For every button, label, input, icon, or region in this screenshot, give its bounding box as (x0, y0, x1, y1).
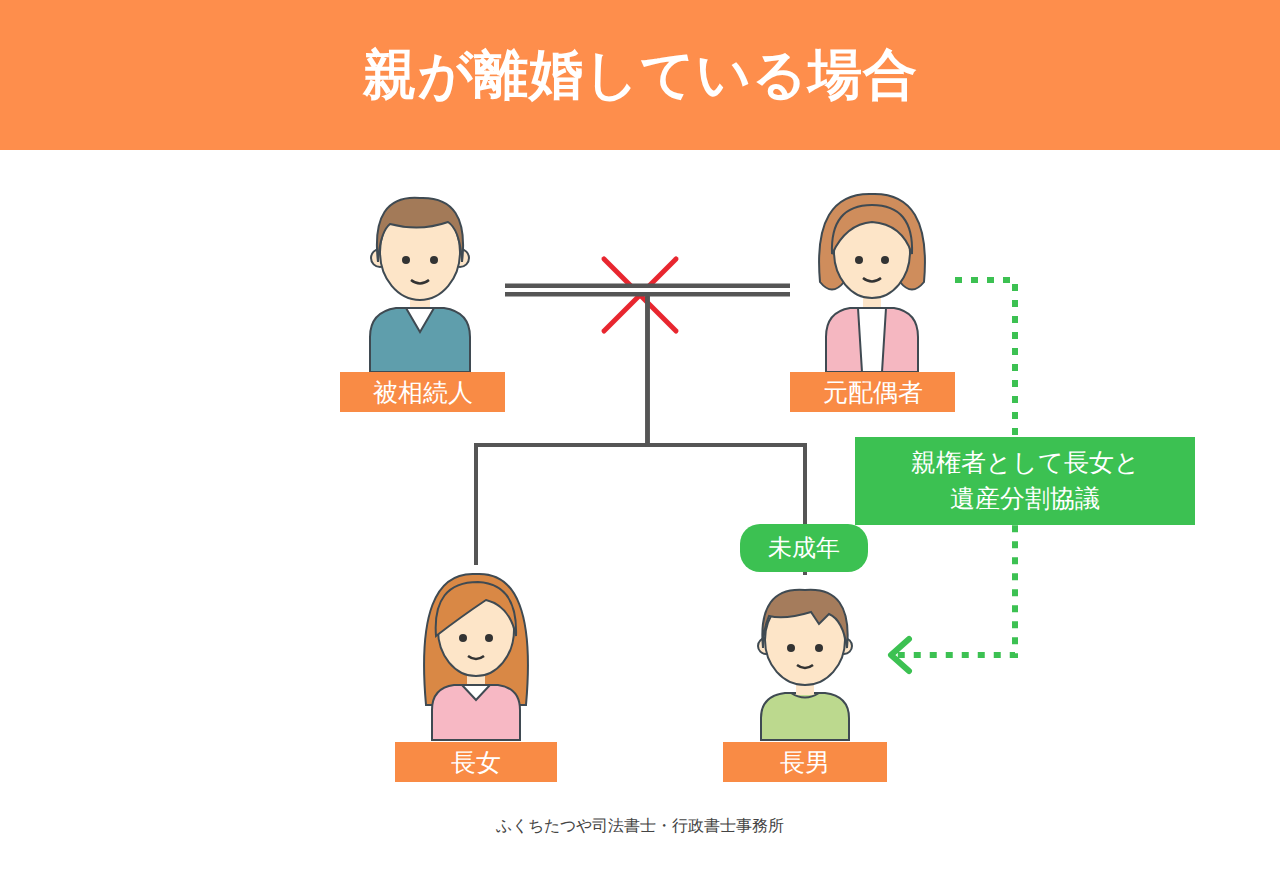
person-label: 長男 (723, 575, 887, 782)
connector-path (891, 525, 1015, 655)
label-box: 長女 (395, 742, 557, 782)
title: 親が離婚している場合 (363, 39, 918, 112)
daughter-figure (424, 574, 528, 740)
caption-row: ふくちたつや司法書士・行政書士事務所 (0, 816, 1280, 837)
label-box: 被相続人 (340, 372, 505, 412)
family-line (476, 290, 790, 565)
node-text: 長男 (780, 746, 830, 779)
marriage-line (505, 290, 790, 291)
title-band: 親が離婚している場合 (0, 0, 1280, 150)
node-text: 被相続人 (373, 376, 473, 409)
label-box: 長男 (723, 742, 887, 782)
father-figure (370, 198, 470, 372)
custody-arrow (891, 525, 1015, 671)
person-label: 元配偶者 (790, 190, 955, 412)
mother-figure (819, 194, 925, 372)
person-label: 長女 (395, 565, 557, 782)
status-pill: 未成年 (740, 524, 868, 572)
person-label: 被相続人 (340, 190, 505, 412)
connector-path (476, 290, 648, 565)
caption: ふくちたつや司法書士・行政書士事務所 (496, 816, 784, 835)
connector-gap (505, 288, 790, 292)
connector-path (476, 290, 790, 565)
connector-path (955, 280, 1015, 437)
son-figure (758, 590, 852, 740)
node-text: 元配偶者 (823, 376, 923, 409)
connector-path (505, 284, 790, 297)
label-box: 元配偶者 (790, 372, 955, 412)
node-text: 親権者として長女と 遺産分割協議 (895, 445, 1155, 518)
custody-arrow (955, 280, 1015, 437)
family-line (476, 290, 648, 565)
arrowhead (891, 639, 909, 671)
note-box: 親権者として長女と 遺産分割協議 (855, 437, 1195, 526)
node-text: 未成年 (768, 532, 840, 564)
node-text: 長女 (451, 746, 501, 779)
